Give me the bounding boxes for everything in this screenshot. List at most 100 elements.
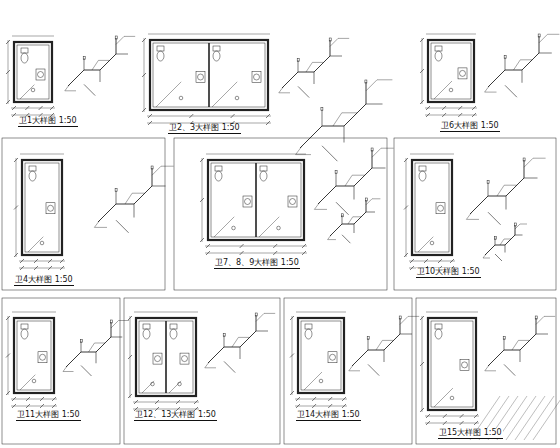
cad-line bbox=[11, 108, 55, 109]
cad-rect bbox=[29, 166, 36, 171]
cad-line bbox=[506, 196, 507, 210]
cad-line bbox=[290, 391, 294, 395]
cad-line bbox=[205, 246, 307, 247]
cad-rect bbox=[523, 158, 525, 161]
cad-rect bbox=[365, 80, 367, 83]
cad-rect bbox=[38, 352, 47, 363]
cad-line bbox=[290, 354, 294, 358]
cad-rect bbox=[215, 166, 222, 171]
cad-rect bbox=[538, 34, 540, 37]
cad-line bbox=[497, 185, 517, 196]
cad-line bbox=[259, 217, 279, 237]
cad-rect bbox=[341, 214, 343, 217]
cad-rect bbox=[143, 324, 150, 329]
cad-line bbox=[420, 100, 424, 104]
cad-line bbox=[322, 110, 323, 127]
cad-line bbox=[368, 338, 369, 350]
cad-line bbox=[176, 400, 180, 404]
cad-line bbox=[155, 400, 159, 404]
cad-rect bbox=[153, 43, 265, 107]
cad-line bbox=[256, 331, 268, 332]
cad-line bbox=[84, 58, 85, 70]
cad-rect bbox=[371, 148, 373, 151]
cad-rect bbox=[36, 69, 45, 80]
cad-rect bbox=[153, 353, 162, 364]
cad-line bbox=[11, 115, 55, 116]
cad-line bbox=[514, 60, 533, 70]
cad-line bbox=[111, 321, 129, 329]
cad-rect bbox=[288, 196, 297, 207]
cad-line bbox=[98, 168, 152, 222]
cad-line bbox=[240, 347, 241, 359]
cad-line bbox=[25, 106, 29, 110]
cad-rect bbox=[213, 46, 220, 51]
cad-line bbox=[156, 82, 181, 107]
cad-rect bbox=[255, 313, 257, 316]
cad-line bbox=[68, 38, 116, 86]
cad-rect bbox=[25, 163, 59, 252]
cad-rect bbox=[328, 352, 337, 363]
cad-line bbox=[336, 173, 337, 187]
cad-line bbox=[214, 217, 234, 237]
cad-line bbox=[212, 82, 237, 107]
cad-line bbox=[200, 158, 204, 162]
cad-line bbox=[333, 113, 357, 126]
cad-line bbox=[404, 206, 408, 210]
cad-rect bbox=[208, 160, 304, 240]
cad-rect bbox=[301, 321, 341, 390]
cad-line bbox=[472, 106, 476, 110]
cad-line bbox=[12, 106, 16, 110]
cad-line bbox=[372, 168, 386, 169]
cad-line bbox=[296, 146, 311, 155]
cad-rect bbox=[136, 318, 196, 396]
cad-line bbox=[505, 57, 506, 70]
cad-rect bbox=[415, 163, 449, 252]
cad-line bbox=[515, 396, 545, 440]
cad-line bbox=[205, 253, 307, 254]
cad-line bbox=[533, 396, 560, 440]
cad-line bbox=[470, 160, 524, 214]
cad-line bbox=[458, 113, 462, 117]
cad-line bbox=[206, 154, 306, 155]
cad-line bbox=[485, 364, 496, 370]
cad-line bbox=[314, 202, 327, 209]
cad-line bbox=[40, 404, 44, 408]
cad-rect bbox=[329, 38, 331, 41]
cad-line bbox=[116, 36, 135, 44]
cad-rect bbox=[252, 72, 261, 83]
cad-line bbox=[232, 337, 250, 347]
cad-line bbox=[133, 402, 199, 403]
cad-line bbox=[169, 381, 181, 393]
cad-line bbox=[231, 114, 235, 118]
cad-line bbox=[14, 253, 18, 257]
cad-rect bbox=[503, 336, 505, 339]
cad-line bbox=[330, 56, 342, 57]
cad-line bbox=[89, 343, 106, 352]
cad-line bbox=[450, 259, 454, 263]
cad-rect bbox=[365, 198, 367, 201]
cad-line bbox=[81, 366, 92, 377]
cad-line bbox=[6, 316, 10, 320]
cad-line bbox=[302, 244, 306, 248]
cad-line bbox=[52, 397, 56, 401]
cad-line bbox=[147, 116, 271, 117]
cad-rect bbox=[436, 203, 445, 214]
cad-line bbox=[12, 312, 56, 313]
cad-line bbox=[189, 114, 193, 118]
cad-line bbox=[279, 86, 290, 92]
cad-line bbox=[425, 423, 479, 424]
cad-line bbox=[165, 321, 167, 393]
cad-line bbox=[6, 100, 10, 104]
cad-line bbox=[94, 220, 107, 227]
cad-line bbox=[19, 268, 65, 269]
cad-line bbox=[40, 397, 44, 401]
cad-line bbox=[296, 397, 300, 401]
cad-line bbox=[376, 340, 394, 350]
cad-line bbox=[224, 335, 225, 347]
cad-rect bbox=[394, 138, 556, 290]
cad-line bbox=[330, 200, 366, 236]
cad-line bbox=[96, 352, 97, 363]
cad-rect bbox=[487, 181, 489, 184]
cad-line bbox=[12, 113, 16, 117]
cad-line bbox=[488, 212, 501, 225]
